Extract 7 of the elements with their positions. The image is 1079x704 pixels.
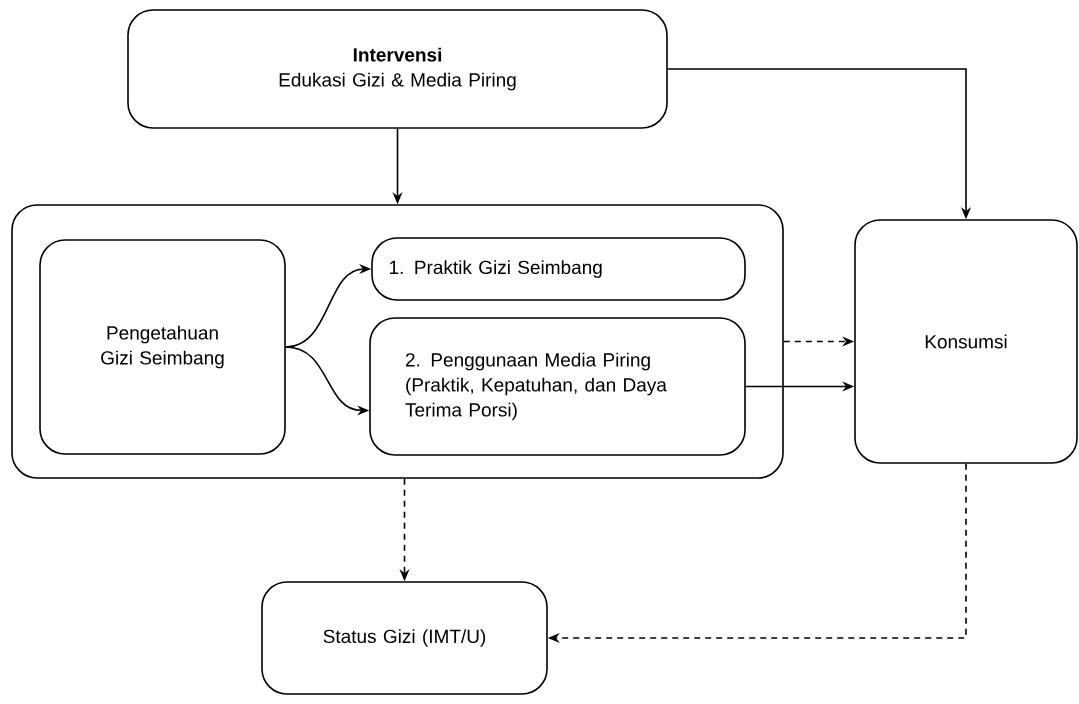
status-box: Status Gizi (IMT/U) [261,581,548,695]
intervention-box: Intervensi Edukasi Gizi & Media Piring [127,9,668,129]
knowledge-box: Pengetahuan Gizi Seimbang [39,239,286,455]
consumption-box: Konsumsi [854,219,1078,464]
group-box [11,204,784,479]
plate-usage-box: 2. Penggunaan Media Piring (Praktik, Kepatuhan, dan Daya Terima Porsi) [369,317,746,456]
practice-box: 1. Praktik Gizi Seimbang [371,237,746,301]
